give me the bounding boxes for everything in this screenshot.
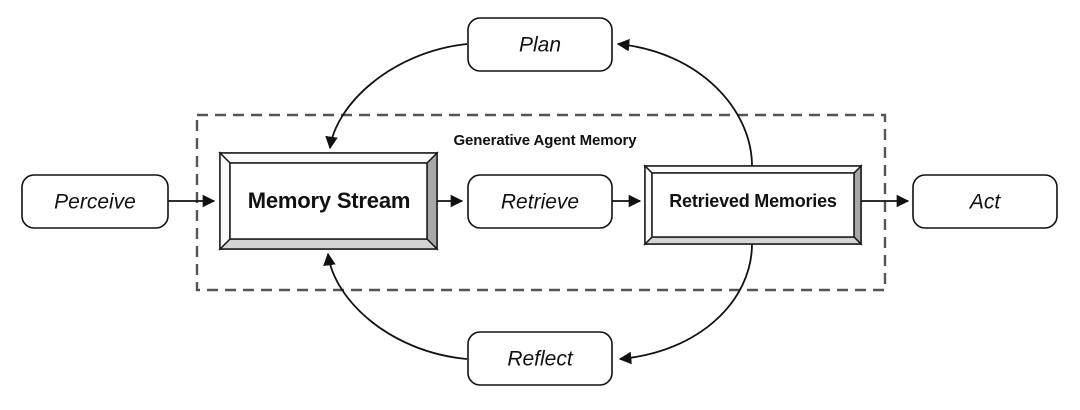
node-retrieve[interactable]: Retrieve <box>467 174 613 229</box>
edge-reflect-to-memory-stream <box>323 252 468 360</box>
edge-plan-to-memory-stream <box>325 43 468 150</box>
edge-retrieved-memories-to-reflect <box>618 243 753 365</box>
plan-label: Plan <box>519 34 561 57</box>
memory-stream-label: Memory Stream <box>248 188 410 213</box>
reflect-label: Reflect <box>507 348 574 371</box>
node-perceive[interactable]: Perceive <box>21 174 169 229</box>
retrieved-memories-inner-panel <box>651 172 855 238</box>
memory-stream-bevel-right <box>426 151 438 251</box>
retrieve-box <box>467 174 613 229</box>
group-title: Generative Agent Memory <box>453 132 637 149</box>
node-plan[interactable]: Plan <box>467 17 613 72</box>
memory-stream-inner-panel <box>229 162 428 240</box>
act-label: Act <box>968 191 1002 214</box>
node-retrieved-memories[interactable]: Retrieved Memories <box>643 164 863 246</box>
retrieve-label: Retrieve <box>501 191 579 214</box>
retrieved-memories-bevel-top <box>643 165 863 174</box>
generative-agent-memory-group <box>195 113 887 292</box>
plan-box <box>467 17 613 72</box>
edge-retrieved-memories-to-plan <box>616 38 753 167</box>
node-reflect[interactable]: Reflect <box>467 331 613 386</box>
memory-stream-bevel-bottom <box>218 238 439 250</box>
memory-stream-bevel-top <box>218 152 439 164</box>
perceive-box <box>21 174 169 229</box>
retrieved-memories-label: Retrieved Memories <box>669 191 837 211</box>
node-memory-stream[interactable]: Memory Stream <box>218 151 439 251</box>
memory-stream-bevel-left <box>219 151 231 251</box>
retrieved-memories-bevel-bottom <box>643 236 863 245</box>
retrieved-memories-bevel-right <box>853 164 862 246</box>
reflect-box <box>467 331 613 386</box>
perceive-label: Perceive <box>54 191 136 214</box>
act-box <box>912 174 1058 229</box>
retrieved-memories-bevel-left <box>644 164 653 246</box>
node-act[interactable]: Act <box>912 174 1058 229</box>
